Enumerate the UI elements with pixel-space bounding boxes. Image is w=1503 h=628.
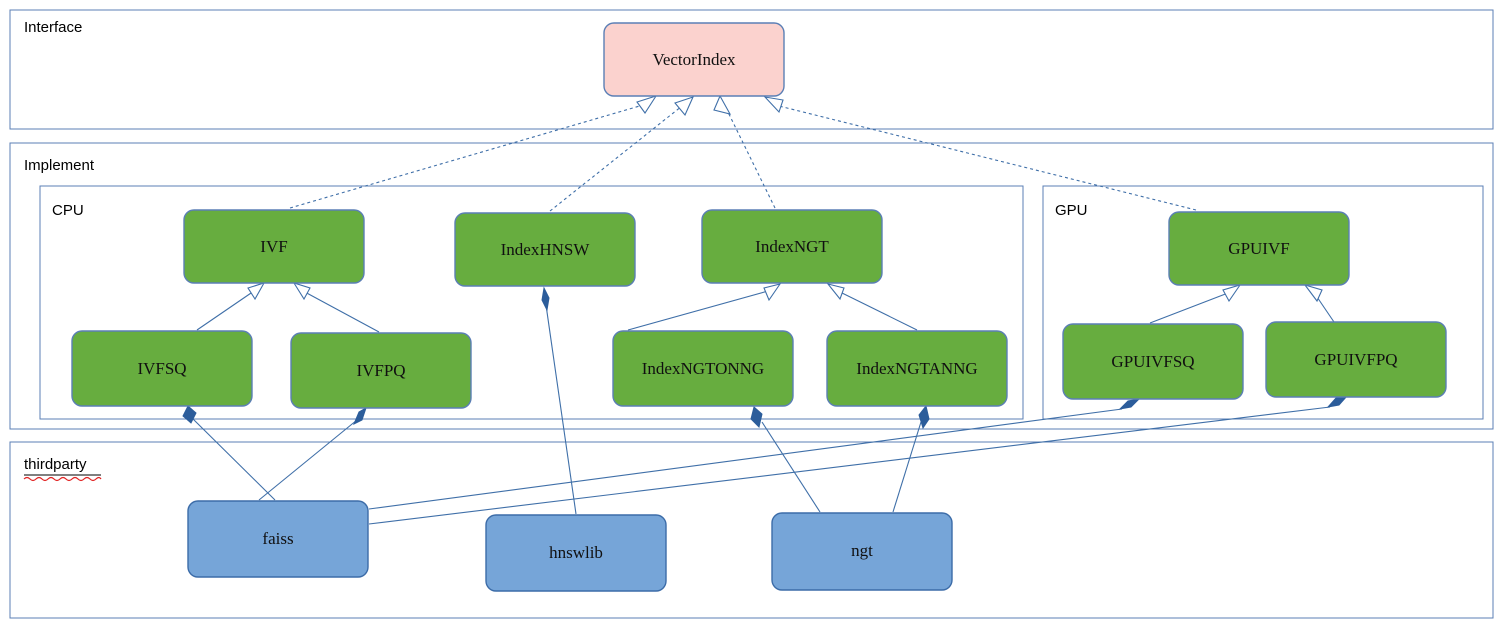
edge-gpuivf-to-vectorindex xyxy=(763,96,1197,211)
edge-line xyxy=(545,304,577,515)
node-gpuivf-rect[interactable] xyxy=(1168,211,1350,286)
arrowhead-hollow-triangle xyxy=(247,282,266,301)
edge-line xyxy=(368,406,1331,525)
node-gpuivfsq-label: GPUIVFSQ xyxy=(1111,352,1194,371)
edge-gpuivfpq-to-gpuivf xyxy=(1303,284,1335,323)
arrowhead-hollow-triangle xyxy=(713,94,732,115)
node-faiss-label: faiss xyxy=(262,529,293,548)
diamond-composition xyxy=(750,406,763,428)
edge-faiss-to-ivfpq xyxy=(258,406,367,501)
edge-line xyxy=(196,290,255,331)
edge-line xyxy=(761,421,821,513)
panel-thirdparty-label: thirdparty xyxy=(24,456,87,473)
edge-indexngtonng-to-indexngt xyxy=(627,283,782,331)
edge-line xyxy=(368,408,1123,510)
arrowhead-hollow-triangle xyxy=(292,282,311,301)
node-faiss-rect[interactable] xyxy=(187,500,369,578)
diamond-composition xyxy=(541,286,550,312)
node-gpuivfsq[interactable]: GPUIVFSQ xyxy=(1062,323,1244,400)
edge-ngt-to-indexngtonng xyxy=(750,406,821,513)
node-ivf-rect[interactable] xyxy=(183,209,365,284)
node-gpuivf-label: GPUIVF xyxy=(1228,239,1289,258)
node-ivf[interactable]: IVF xyxy=(183,209,365,284)
node-indexngtanng-label: IndexNGTANNG xyxy=(856,359,977,378)
edge-line xyxy=(258,419,358,501)
node-ivfsq[interactable]: IVFSQ xyxy=(71,330,253,407)
node-ivfpq-rect[interactable] xyxy=(290,332,472,409)
edge-line xyxy=(302,290,380,333)
node-ngt[interactable]: ngt xyxy=(771,512,953,591)
node-ngt-rect[interactable] xyxy=(771,512,953,591)
node-indexngt-label: IndexNGT xyxy=(755,237,829,256)
edge-faiss-to-gpuivfsq xyxy=(368,398,1141,510)
edge-line xyxy=(289,104,644,209)
edge-indexngtanng-to-indexngt xyxy=(826,283,918,331)
node-vectorindex-label: VectorIndex xyxy=(652,50,736,69)
node-hnswlib-rect[interactable] xyxy=(485,514,667,592)
node-ivf-label: IVF xyxy=(260,237,287,256)
arrowhead-hollow-triangle xyxy=(1303,284,1323,303)
edge-line xyxy=(549,105,683,212)
node-ivfsq-rect[interactable] xyxy=(71,330,253,407)
node-hnswlib[interactable]: hnswlib xyxy=(485,514,667,592)
node-ivfpq[interactable]: IVFPQ xyxy=(290,332,472,409)
edge-indexhnsw-to-vectorindex xyxy=(549,96,695,212)
diamond-composition xyxy=(353,406,367,426)
node-ivfsq-label: IVFSQ xyxy=(137,359,186,378)
node-indexhnsw-label: IndexHNSW xyxy=(501,240,591,259)
node-hnswlib-label: hnswlib xyxy=(549,543,603,562)
node-gpuivf[interactable]: GPUIVF xyxy=(1168,211,1350,286)
panel-implement-label: Implement xyxy=(24,157,95,174)
arrowhead-hollow-triangle xyxy=(1222,284,1242,303)
edge-ivf-to-vectorindex xyxy=(289,95,658,209)
node-gpuivfpq-label: GPUIVFPQ xyxy=(1314,350,1397,369)
node-vectorindex[interactable]: VectorIndex xyxy=(603,22,785,97)
node-indexngtonng-rect[interactable] xyxy=(612,330,794,407)
node-indexngt-rect[interactable] xyxy=(701,209,883,284)
node-indexngt[interactable]: IndexNGT xyxy=(701,209,883,284)
node-ngt-label: ngt xyxy=(851,541,873,560)
node-faiss[interactable]: faiss xyxy=(187,500,369,578)
node-vectorindex-rect[interactable] xyxy=(603,22,785,97)
arrowhead-hollow-triangle xyxy=(674,96,695,117)
node-ivfpq-label: IVFPQ xyxy=(356,361,405,380)
edge-line xyxy=(627,290,769,331)
arrowhead-hollow-triangle xyxy=(763,96,784,114)
edge-hnswlib-to-indexhnsw xyxy=(541,286,577,515)
diamond-composition xyxy=(1118,398,1141,410)
node-indexhnsw-rect[interactable] xyxy=(454,212,636,287)
thirdparty-spellcheck-underline xyxy=(23,476,102,482)
arrowhead-hollow-triangle xyxy=(636,95,658,114)
edge-line xyxy=(724,105,776,209)
edge-ivfsq-to-ivf xyxy=(196,282,266,331)
node-indexhnsw[interactable]: IndexHNSW xyxy=(454,212,636,287)
diamond-composition xyxy=(918,404,930,430)
edge-ivfpq-to-ivf xyxy=(292,282,380,333)
node-indexngtonng[interactable]: IndexNGTONNG xyxy=(612,330,794,407)
group-cpu-label: CPU xyxy=(52,202,84,219)
diamond-composition xyxy=(182,405,197,424)
node-gpuivfsq-rect[interactable] xyxy=(1062,323,1244,400)
node-indexngtanng[interactable]: IndexNGTANNG xyxy=(826,330,1008,407)
panel-interface-label: Interface xyxy=(24,19,82,36)
group-gpu-label: GPU xyxy=(1055,202,1088,219)
edge-gpuivfsq-to-gpuivf xyxy=(1149,284,1242,324)
arrowhead-hollow-triangle xyxy=(826,283,845,301)
node-gpuivfpq-rect[interactable] xyxy=(1265,321,1447,398)
node-indexngtonng-label: IndexNGTONNG xyxy=(642,359,764,378)
node-gpuivfpq[interactable]: GPUIVFPQ xyxy=(1265,321,1447,398)
edge-indexngt-to-vectorindex xyxy=(713,94,776,209)
edge-faiss-to-ivfsq xyxy=(182,405,276,501)
edge-ngt-to-indexngtanng xyxy=(892,404,930,513)
edge-line xyxy=(1149,292,1229,324)
edge-line xyxy=(837,290,918,331)
arrowhead-hollow-triangle xyxy=(763,283,782,302)
edge-line xyxy=(892,421,922,513)
edge-line xyxy=(191,417,276,501)
node-indexngtanng-rect[interactable] xyxy=(826,330,1008,407)
